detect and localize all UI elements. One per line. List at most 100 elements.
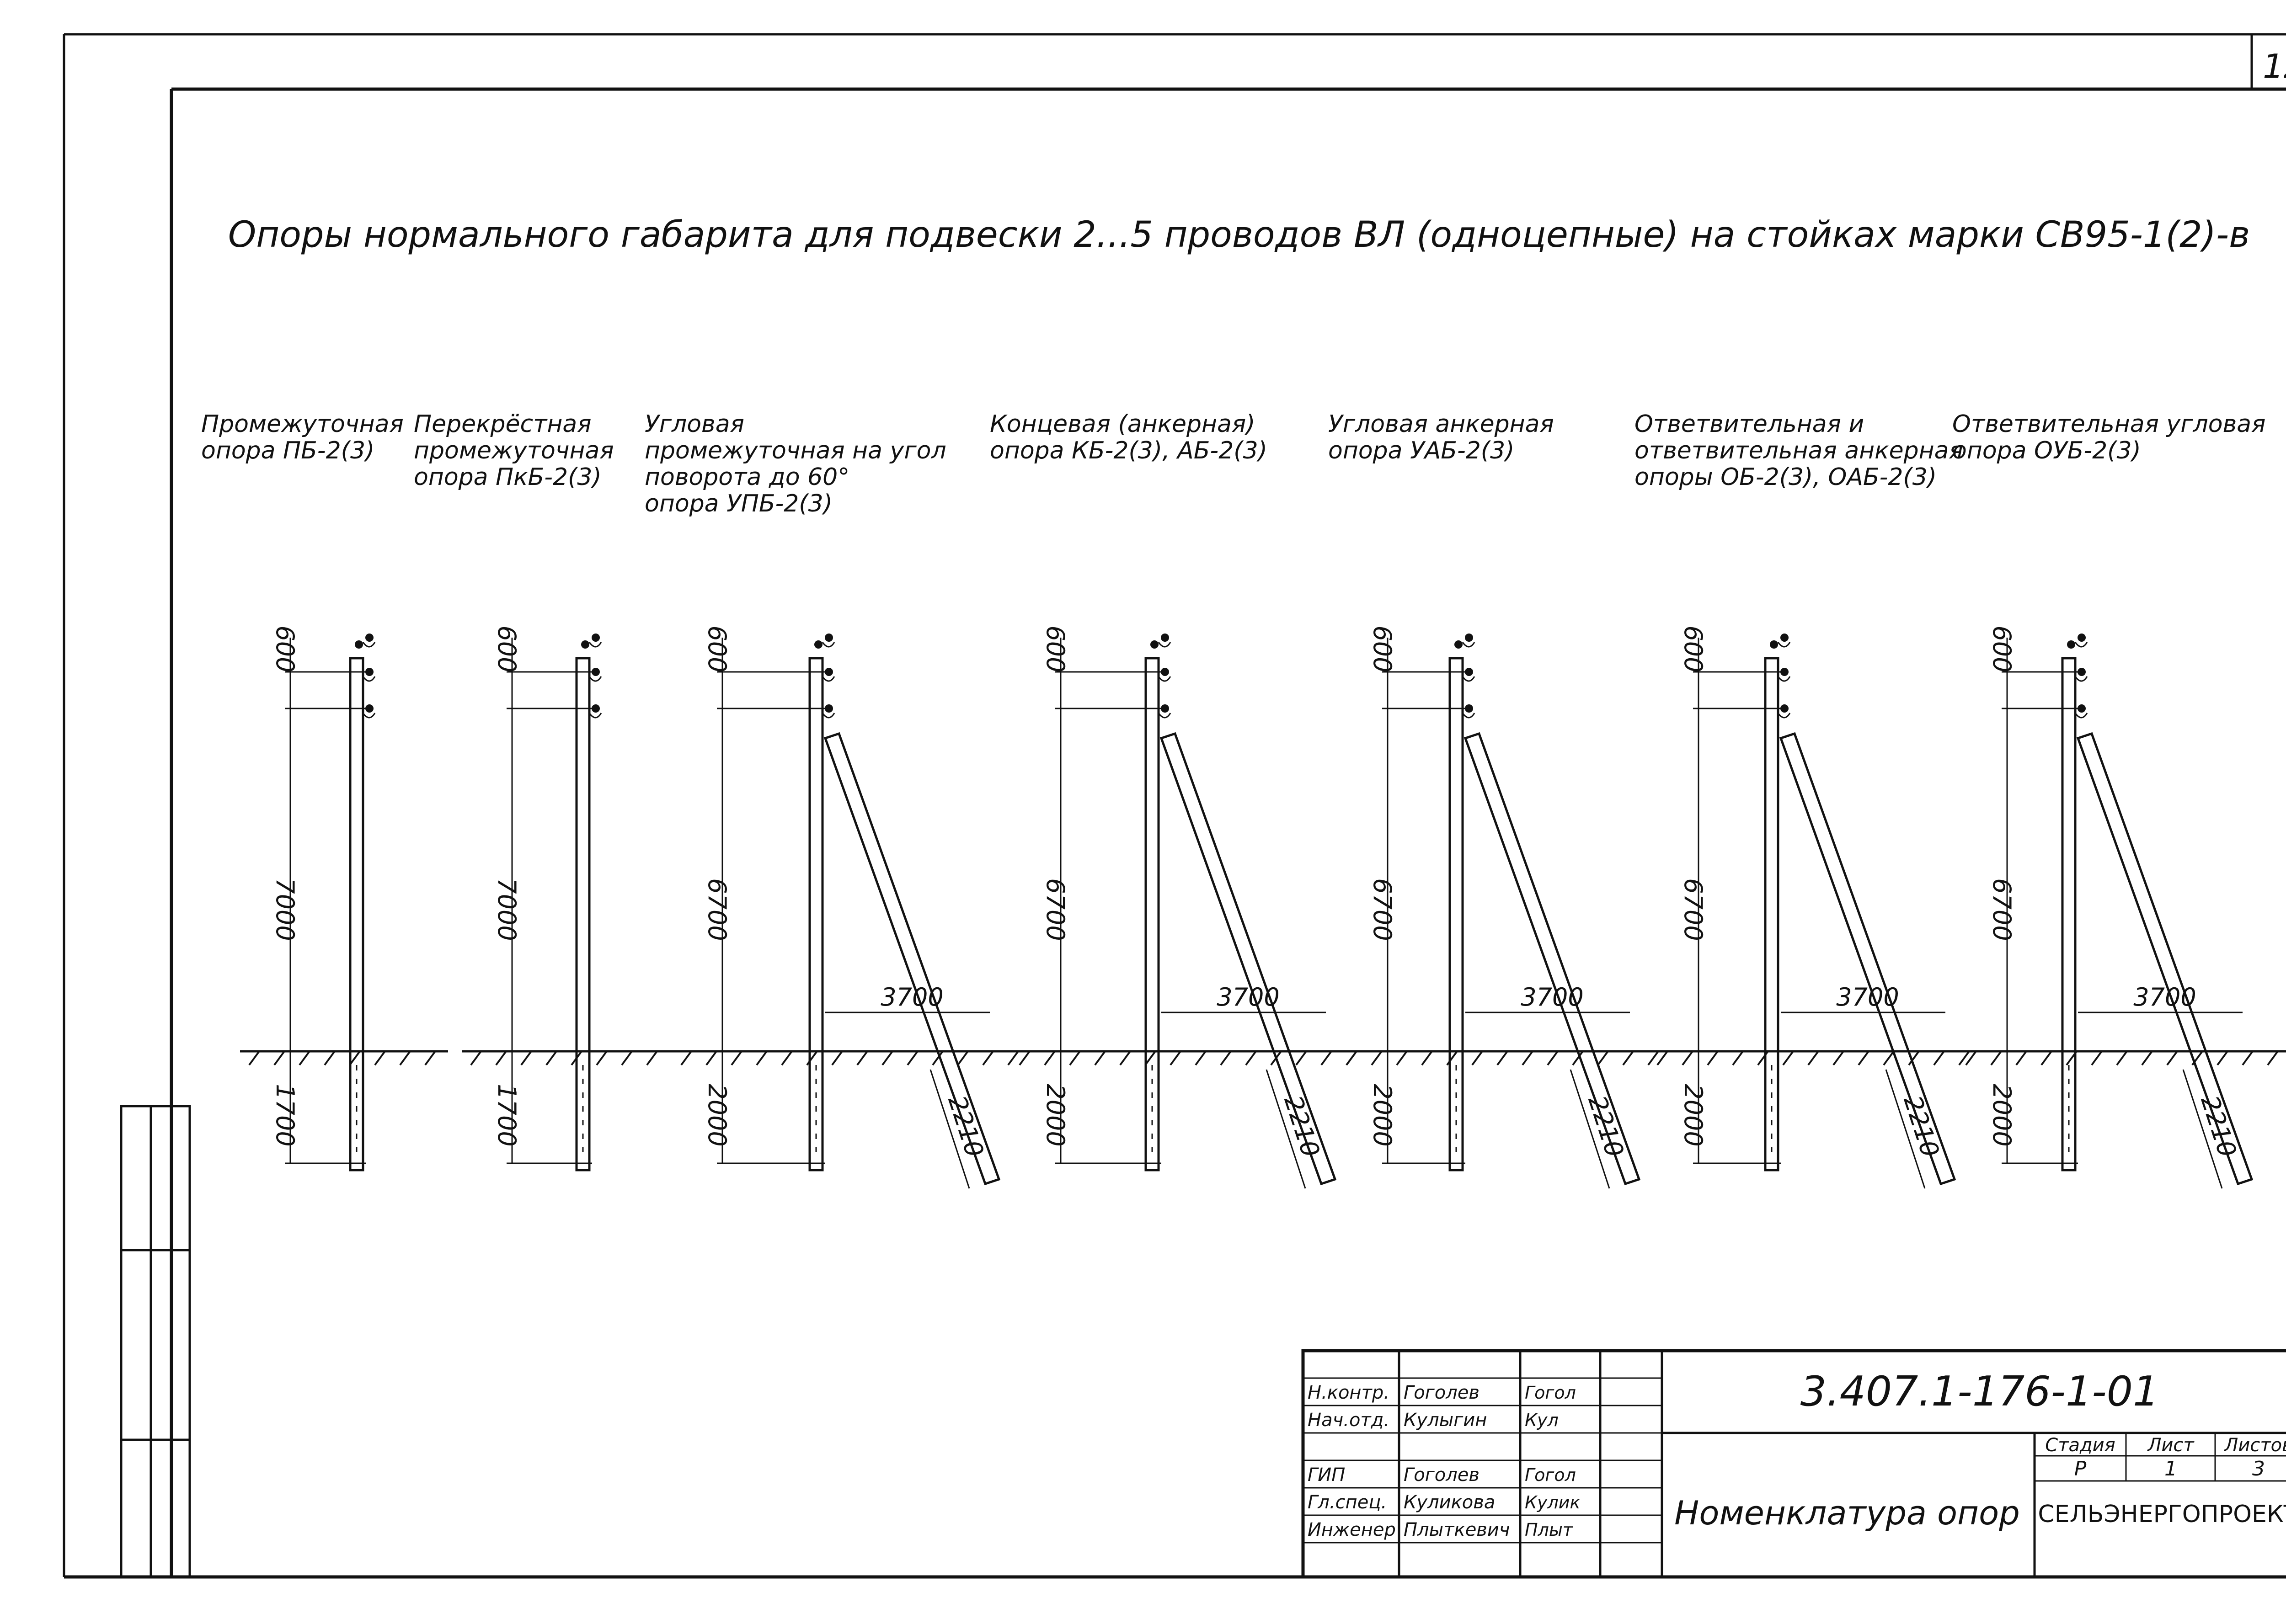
strut-base-dimension: 3700 <box>2133 983 2196 1012</box>
ground-hatch <box>1170 1050 1181 1066</box>
hook-icon <box>362 642 376 648</box>
hook-icon <box>1158 642 1171 648</box>
ground-hatch <box>2015 1050 2027 1066</box>
sheet-number: 12 <box>2263 47 2286 85</box>
sheet-frame <box>63 33 2286 1579</box>
insulator-icon <box>1465 668 1473 676</box>
ground-hatch <box>1471 1050 1483 1066</box>
support-caption-line: опора КБ-2(3), АБ-2(3) <box>990 437 1267 464</box>
ground-hatch <box>1320 1050 1332 1066</box>
support-caption-line: Промежуточная <box>201 410 404 438</box>
staff-name: Куликова <box>1404 1492 1495 1513</box>
ground-hatch <box>646 1050 658 1066</box>
height-dimension: 6700 <box>703 878 732 941</box>
ground-hatch <box>1732 1050 1744 1066</box>
hook-icon <box>2074 676 2088 682</box>
ground-hatch <box>1119 1050 1131 1066</box>
depth-dimension: 1700 <box>271 1084 299 1146</box>
support-caption-line: опоры ОБ-2(3), ОАБ-2(3) <box>1634 463 1937 491</box>
stage-value: Р <box>2074 1457 2087 1480</box>
support-caption-line: опора УАБ-2(3) <box>1328 437 1514 464</box>
staff-signature: Кулик <box>1525 1492 1580 1512</box>
hook-icon <box>822 642 835 648</box>
staff-role: Инженер <box>1308 1519 1396 1540</box>
height-dimension: 6700 <box>1679 878 1708 941</box>
support-caption-line: опора ОУБ-2(3) <box>1952 437 2141 464</box>
ground-hatch <box>2267 1050 2279 1066</box>
pole <box>808 657 824 1171</box>
ground-hatch <box>1421 1050 1433 1066</box>
ground-hatch <box>1933 1050 1945 1066</box>
ground-hatch <box>756 1050 768 1066</box>
page-title: Опоры нормального габарита для подвески … <box>228 214 2250 256</box>
ground-hatch <box>495 1050 507 1066</box>
hook-icon <box>1777 676 1791 682</box>
doc-code: 3.407.1-176-1-01 <box>1800 1368 2159 1416</box>
insulator-icon <box>825 668 833 676</box>
hook-icon <box>1158 713 1171 719</box>
hook-icon <box>1462 676 1475 682</box>
strut-depth-dimension-line <box>1885 1069 1926 1189</box>
ground-hatch <box>520 1050 532 1066</box>
ground-hatch <box>545 1050 557 1066</box>
ground-hatch <box>1682 1050 1693 1066</box>
ground-hatch <box>399 1050 411 1066</box>
ground-hatch <box>1958 1050 1970 1066</box>
support-caption-line: Ответвительная и <box>1634 410 1864 438</box>
ground-hatch <box>932 1050 944 1066</box>
ground-hatch <box>2040 1050 2052 1066</box>
ground-hatch <box>1647 1050 1659 1066</box>
hook-icon <box>1158 676 1171 682</box>
ground-hatch <box>731 1050 742 1066</box>
strut-depth-dimension-line <box>929 1069 970 1189</box>
ground-hatch <box>1044 1050 1056 1066</box>
support-caption-line: Перекрёстная <box>414 410 592 438</box>
hook-icon <box>1462 642 1475 648</box>
hook-icon <box>2074 713 2088 719</box>
ground-hatch <box>1094 1050 1106 1066</box>
ground-hatch <box>1295 1050 1307 1066</box>
sheet-label: Лист <box>2147 1435 2195 1456</box>
support-caption-line: поворота до 60° <box>645 463 849 491</box>
staff-role: Нач.отд. <box>1308 1410 1389 1431</box>
insulator-icon <box>592 634 600 642</box>
insulator-icon <box>1770 640 1778 649</box>
support-caption-line: промежуточная на угол <box>645 437 946 464</box>
depth-dimension: 2000 <box>1041 1084 1070 1146</box>
ground-hatch <box>1547 1050 1559 1066</box>
strut <box>1463 732 1641 1186</box>
ground-hatch <box>1195 1050 1207 1066</box>
drawing-name: Номенклатура опор <box>1674 1494 2020 1532</box>
staff-signature: Кул <box>1525 1410 1559 1430</box>
top-dimension: 600 <box>1679 625 1708 672</box>
support-caption-line: опора ПБ-2(3) <box>201 437 374 464</box>
insulator-icon <box>1780 704 1789 713</box>
ground-hatch <box>374 1050 386 1066</box>
insulator-icon <box>581 640 589 649</box>
strut-base-dimension: 3700 <box>881 983 943 1012</box>
ground-hatch <box>2242 1050 2254 1066</box>
insulator-icon <box>2078 668 2086 676</box>
staff-name: Гоголев <box>1404 1382 1479 1403</box>
ground-hatch <box>982 1050 994 1066</box>
ground-hatch <box>2066 1050 2078 1066</box>
hook-icon <box>2074 642 2088 648</box>
insulator-icon <box>825 634 833 642</box>
insulator-icon <box>814 640 823 649</box>
staff-name: Гоголев <box>1404 1464 1479 1486</box>
ground-hatch <box>781 1050 793 1066</box>
height-dimension: 7000 <box>492 878 521 941</box>
ground-hatch <box>349 1050 361 1066</box>
insulator-icon <box>825 704 833 713</box>
hook-icon <box>362 676 376 682</box>
organization-name: СЕЛЬЭНЕРГОПРОЕКТ <box>2038 1501 2286 1528</box>
ground-hatch <box>831 1050 843 1066</box>
pole <box>1144 657 1160 1171</box>
depth-dimension: 2000 <box>1368 1084 1397 1146</box>
